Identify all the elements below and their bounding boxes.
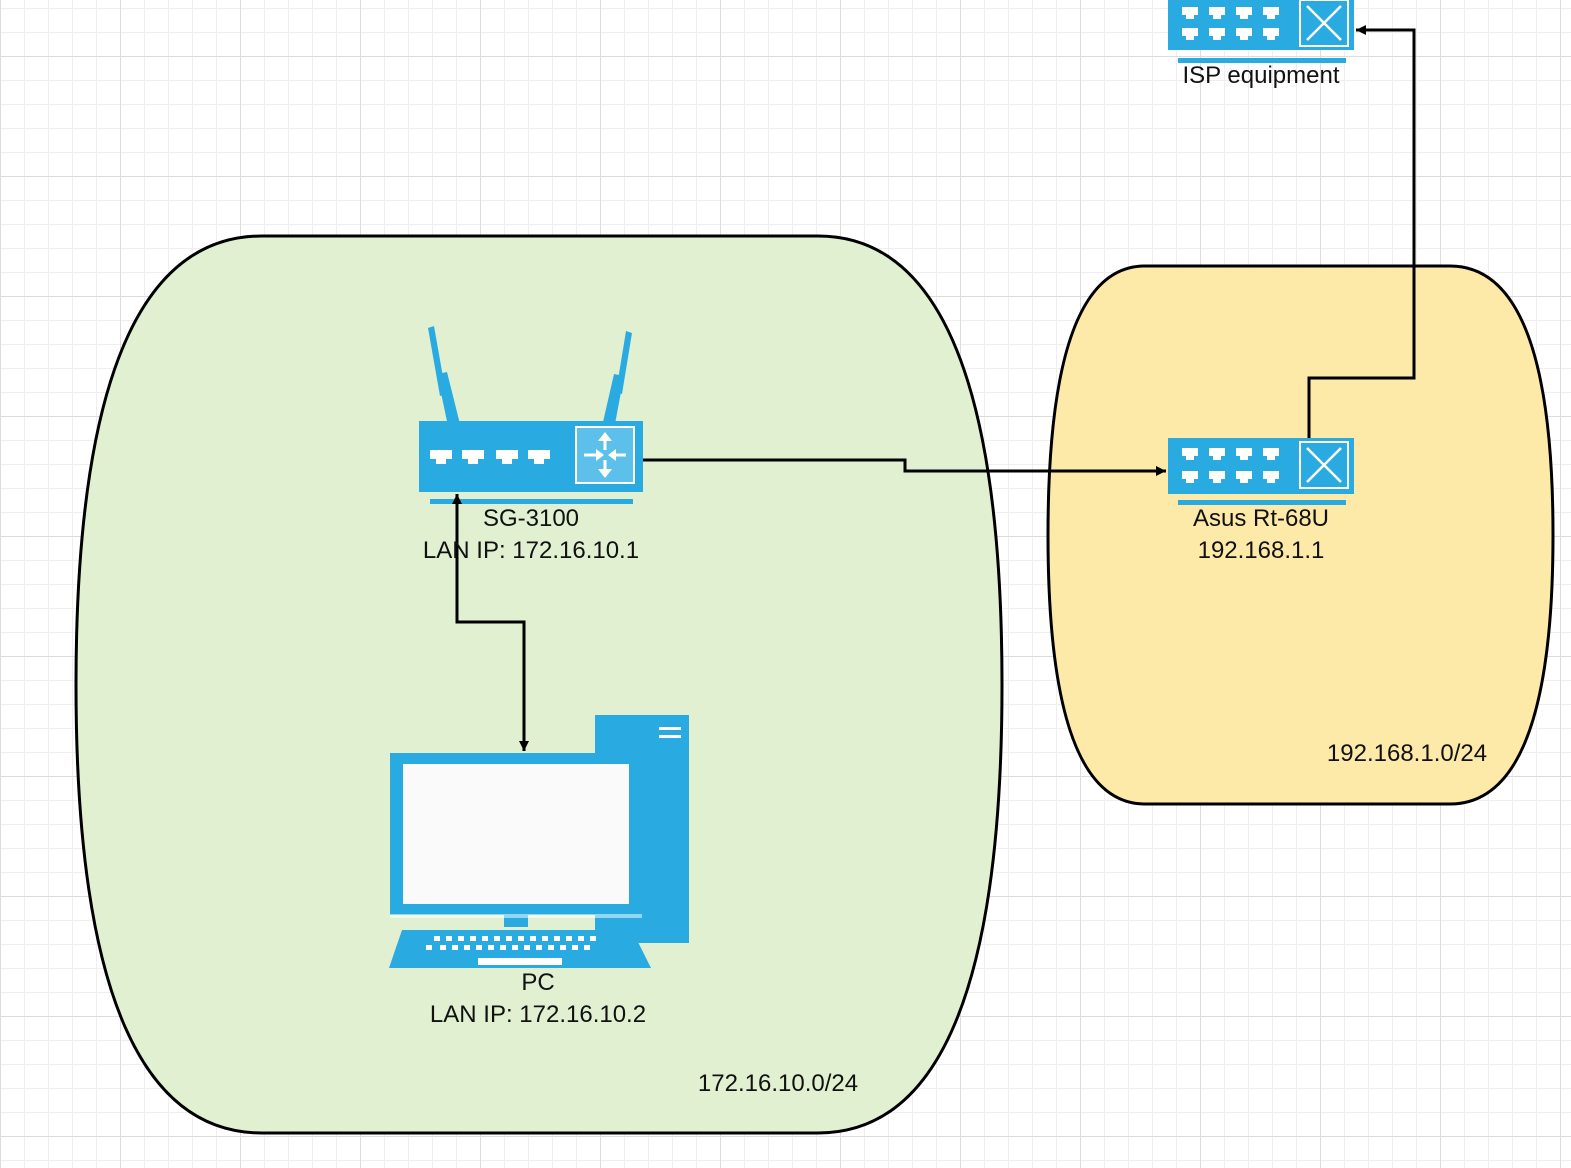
isp-equipment-label: ISP equipment	[1182, 62, 1340, 89]
connector-sg3100-to-asus[interactable]	[643, 458, 1166, 476]
isp-switch-icon[interactable]	[1168, 0, 1354, 63]
asus-switch-icon[interactable]	[1168, 438, 1354, 505]
sg3100-name-label: SG-3100	[482, 505, 580, 532]
asus-name-label: Asus Rt-68U	[1192, 505, 1330, 532]
pc-ip-label: LAN IP: 172.16.10.2	[429, 1001, 647, 1028]
connector-sg3100-pc[interactable]	[452, 494, 529, 751]
pc-name-label: PC	[521, 969, 555, 996]
pc-desktop-icon[interactable]	[389, 715, 689, 968]
lan-subnet-label: 172.16.10.0/24	[697, 1070, 859, 1097]
connector-asus-to-isp[interactable]	[1307, 25, 1416, 438]
wan-subnet-label: 192.168.1.0/24	[1326, 740, 1488, 767]
wan-zone	[1046, 264, 1555, 806]
sg3100-ip-label: LAN IP: 172.16.10.1	[422, 537, 640, 564]
asus-ip-label: 192.168.1.1	[1197, 537, 1325, 564]
sg3100-router-icon[interactable]	[419, 326, 643, 504]
